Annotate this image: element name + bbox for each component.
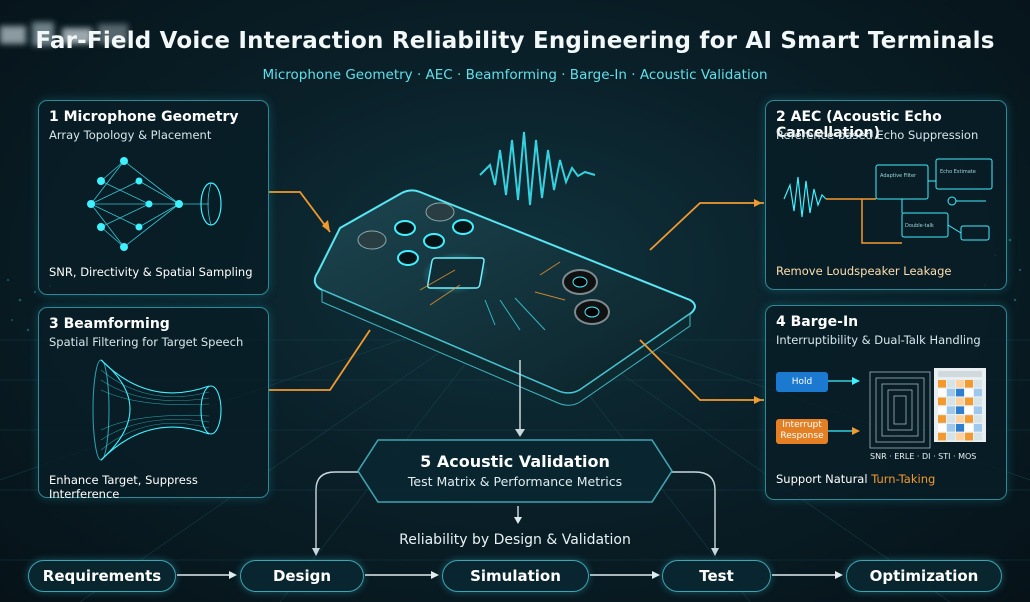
panel-4-footer-highlight: Turn-Taking bbox=[871, 472, 936, 486]
matrix-cell bbox=[956, 397, 964, 406]
svg-text:Double-talk: Double-talk bbox=[905, 223, 934, 229]
matrix-cell bbox=[938, 388, 946, 397]
hold-button[interactable]: Hold bbox=[776, 372, 828, 392]
voice-waveform bbox=[479, 131, 596, 206]
pipeline-step-simulation[interactable]: Simulation bbox=[442, 560, 589, 592]
matrix-cell bbox=[938, 406, 946, 414]
matrix-cell bbox=[947, 406, 955, 414]
panel-2-footer: Remove Loudspeaker Leakage bbox=[776, 264, 952, 278]
matrix-cell bbox=[938, 380, 946, 388]
matrix-cell bbox=[947, 380, 955, 388]
matrix-cell bbox=[974, 406, 982, 414]
matrix-cell bbox=[965, 397, 973, 406]
pipeline-step-design[interactable]: Design bbox=[240, 560, 364, 592]
matrix-cell bbox=[938, 432, 946, 441]
curve-to-design bbox=[315, 471, 360, 552]
matrix-cell bbox=[938, 424, 946, 432]
matrix-cell bbox=[956, 424, 964, 432]
matrix-cell bbox=[947, 397, 955, 406]
matrix-cell bbox=[974, 424, 982, 432]
matrix-cell bbox=[956, 388, 964, 397]
panel-4-title: 4 Barge-In bbox=[776, 314, 859, 330]
barge-in-diagram bbox=[828, 368, 986, 449]
panel-1-subtitle: Array Topology & Placement bbox=[49, 128, 212, 142]
matrix-cell bbox=[947, 424, 955, 432]
panel-3-footer: Enhance Target, Suppress Interference bbox=[49, 473, 198, 501]
matrix-cell bbox=[974, 388, 982, 397]
matrix-cell bbox=[938, 415, 946, 423]
panel-beamforming: 3 Beamforming Spatial Filtering for Targ… bbox=[38, 307, 269, 501]
svg-text:Echo Estimate: Echo Estimate bbox=[940, 169, 976, 175]
beam-pattern-icon bbox=[92, 359, 222, 461]
matrix-cell bbox=[974, 380, 982, 388]
panel-2-subtitle: Reference-based Echo Suppression bbox=[776, 128, 979, 142]
validation-tagline: Reliability by Design & Validation bbox=[399, 532, 631, 548]
matrix-cell bbox=[965, 424, 973, 432]
panel-2-title: 2 AEC (Acoustic Echo Cancellation) bbox=[776, 109, 942, 141]
matrix-cell bbox=[965, 415, 973, 423]
page-subtitle: Microphone Geometry · AEC · Beamforming … bbox=[262, 67, 768, 83]
matrix-cell bbox=[974, 397, 982, 406]
smart-terminal-device bbox=[313, 189, 696, 406]
blurred-logo bbox=[0, 18, 140, 50]
panel-1-footer: SNR, Directivity & Spatial Sampling bbox=[49, 265, 253, 279]
page-title: Far-Field Voice Interaction Reliability … bbox=[35, 28, 995, 54]
curve-to-test bbox=[670, 471, 716, 552]
panel-4-subtitle: Interruptibility & Dual-Talk Handling bbox=[776, 333, 981, 347]
pipeline-step-optimization[interactable]: Optimization bbox=[846, 560, 1002, 592]
panel-3-subtitle: Spatial Filtering for Target Speech bbox=[49, 335, 244, 349]
validation-subtitle: Test Matrix & Performance Metrics bbox=[407, 474, 623, 489]
panel-barge-in: Hold Interrupt Response 4 Barge-In Inter… bbox=[765, 305, 1007, 500]
matrix-cell bbox=[965, 380, 973, 388]
matrix-cell bbox=[965, 432, 973, 441]
validation-title: 5 Acoustic Validation bbox=[420, 452, 610, 471]
matrix-cell bbox=[938, 397, 946, 406]
matrix-cell bbox=[956, 432, 964, 441]
svg-text:Adaptive Filter: Adaptive Filter bbox=[880, 173, 917, 179]
panel-microphone-geometry: 1 Microphone Geometry Array Topology & P… bbox=[38, 100, 269, 295]
interrupt-response-button[interactable]: Interrupt Response bbox=[776, 419, 828, 444]
panel-4-footer-prefix: Support Natural bbox=[776, 472, 872, 486]
matrix-cell bbox=[965, 388, 973, 397]
matrix-cell bbox=[956, 380, 964, 388]
matrix-cell bbox=[974, 432, 982, 441]
microphone-array-icon bbox=[87, 157, 222, 251]
matrix-cell bbox=[947, 388, 955, 397]
pipeline-step-test[interactable]: Test bbox=[662, 560, 771, 592]
pipeline-step-requirements[interactable]: Requirements bbox=[28, 560, 176, 592]
connector-lines bbox=[268, 191, 764, 401]
validation-hexagon bbox=[357, 439, 673, 503]
matrix-cell bbox=[974, 415, 982, 423]
matrix-cell bbox=[947, 415, 955, 423]
barge-metrics-label: SNR · ERLE · DI · STI · MOS bbox=[870, 452, 977, 461]
panel-3-title: 3 Beamforming bbox=[49, 316, 170, 332]
matrix-cell bbox=[947, 432, 955, 441]
matrix-cell bbox=[956, 415, 964, 423]
panel-1-title: 1 Microphone Geometry bbox=[49, 109, 239, 125]
matrix-cell bbox=[965, 406, 973, 414]
matrix-cell bbox=[956, 406, 964, 414]
panel-4-footer: Support Natural Turn-Taking bbox=[776, 472, 935, 486]
